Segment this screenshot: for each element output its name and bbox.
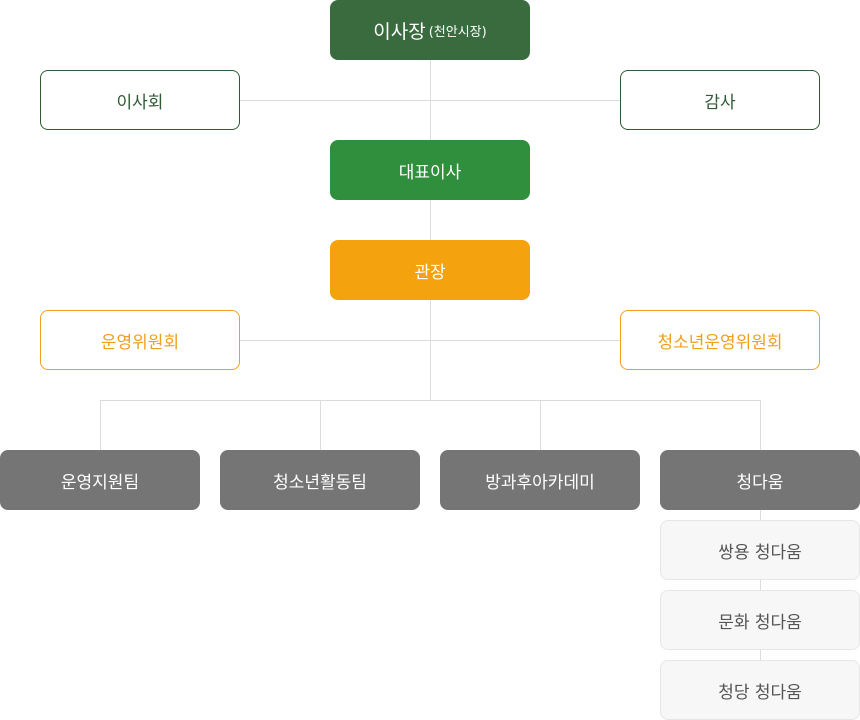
- team-node: 운영지원팀: [0, 450, 200, 510]
- connector-line: [100, 400, 761, 401]
- connector-line: [240, 100, 620, 101]
- director-node: 관장: [330, 240, 530, 300]
- sub-unit-node: 청당 청다움: [660, 660, 860, 720]
- connector-line: [540, 400, 541, 450]
- audit-node: 감사: [620, 70, 820, 130]
- ceo-node: 대표이사: [330, 140, 530, 200]
- connector-line: [430, 60, 431, 400]
- connector-line: [100, 400, 101, 450]
- team-node: 청소년활동팀: [220, 450, 420, 510]
- sub-unit-node: 쌍용 청다움: [660, 520, 860, 580]
- youth-committee-node: 청소년운영위원회: [620, 310, 820, 370]
- connector-line: [320, 400, 321, 450]
- connector-line: [240, 340, 620, 341]
- team-node: 청다움: [660, 450, 860, 510]
- chairman-label: 이사장: [373, 20, 426, 43]
- operating-committee-node: 운영위원회: [40, 310, 240, 370]
- sub-unit-node: 문화 청다움: [660, 590, 860, 650]
- chairman-note: (천안시장): [428, 24, 487, 40]
- connector-line: [760, 400, 761, 450]
- connector-line: [760, 510, 761, 660]
- team-node: 방과후아카데미: [440, 450, 640, 510]
- board-node: 이사회: [40, 70, 240, 130]
- chairman-node: 이사장(천안시장): [330, 0, 530, 60]
